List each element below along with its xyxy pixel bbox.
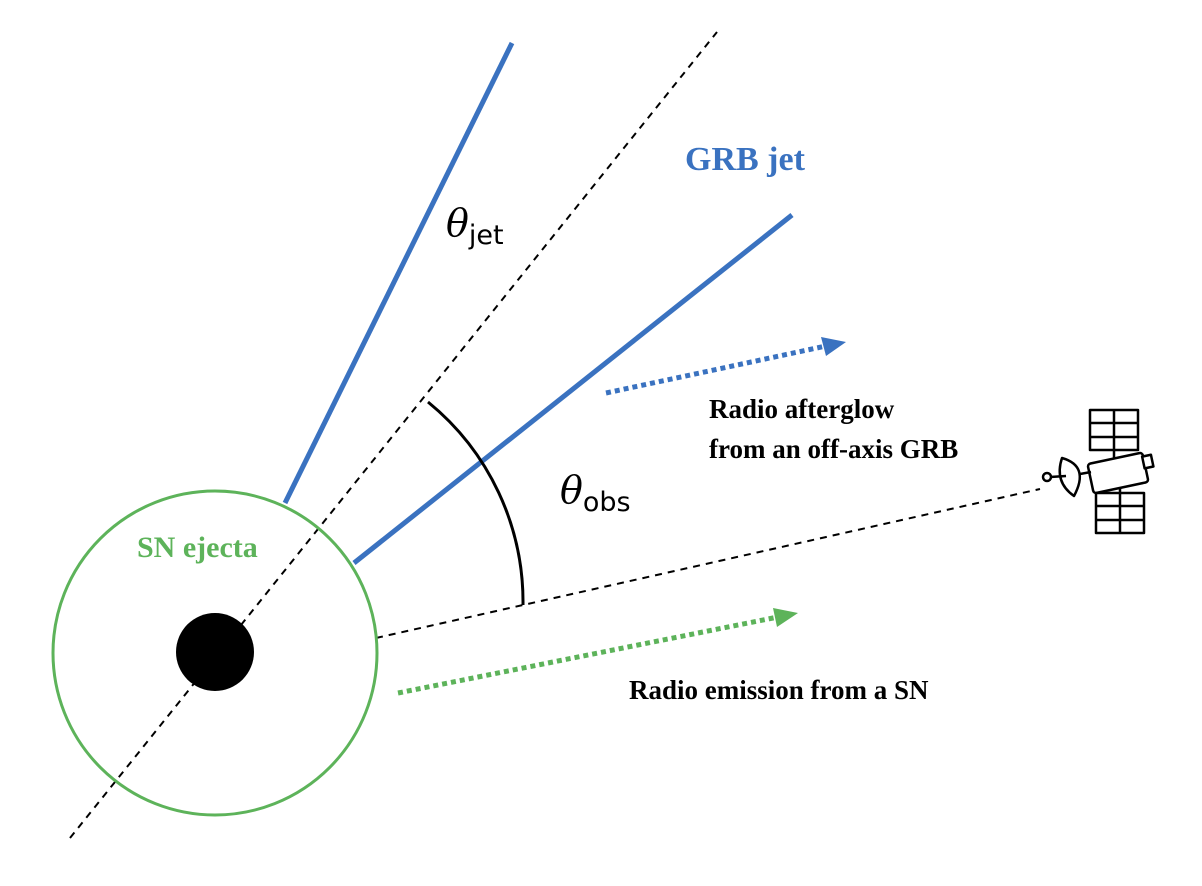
grb-jet-label: GRB jet [685, 141, 806, 178]
afterglow-arrow [605, 337, 846, 396]
radio-sn-label: Radio emission from a SN [629, 675, 929, 705]
line-of-sight [375, 488, 1041, 639]
satellite-icon [1041, 408, 1155, 535]
sn-ejecta-label: SN ejecta [137, 531, 258, 564]
jet-edge-lower [352, 213, 794, 565]
sn-radio-arrow [397, 608, 798, 696]
theta-obs-arc [427, 400, 525, 606]
sn-ejecta-circle [51, 489, 379, 817]
central-engine-dot [176, 613, 254, 691]
jet-edge-upper [282, 41, 515, 505]
theta-jet-label: θjet [446, 201, 504, 251]
theta-obs-label: θobs [560, 468, 631, 518]
radio-afterglow-label: Radio afterglow from an off-axis GRB [709, 394, 958, 464]
jet-axis-line [69, 31, 718, 839]
